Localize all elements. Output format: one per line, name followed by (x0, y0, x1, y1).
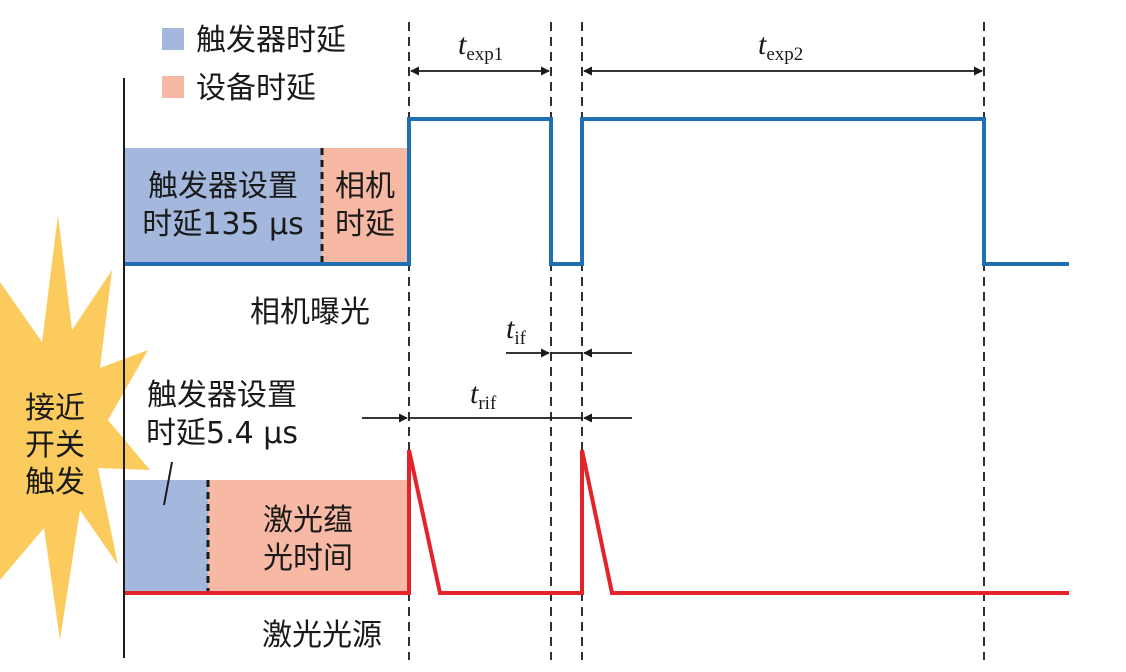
trigger-burst-shape (0, 215, 150, 640)
burst-label-line2: 开关 (25, 428, 85, 463)
camera-signal-label: 相机曝光 (250, 295, 370, 330)
laser-signal-label: 激光光源 (262, 618, 382, 653)
camera-exposure-signal (125, 117, 1069, 266)
laser-trigger-note-pointer (163, 461, 173, 506)
laser-fluorescence-text-line2: 光时间 (263, 541, 353, 576)
legend-label-trigger-delay: 触发器时延 (196, 23, 346, 58)
laser-fluorescence-box (208, 480, 409, 593)
camera-trigger-delay-box (125, 148, 322, 264)
texp1-label: texp1 (458, 28, 503, 65)
camera-device-delay-text-line1: 相机 (335, 169, 395, 204)
camera-device-delay-box (322, 148, 409, 264)
camera-trigger-delay-text-line1: 触发器设置 (148, 169, 298, 204)
laser-trigger-note-line2: 时延5.4 μs (146, 416, 298, 451)
legend-swatch-trigger-delay (162, 28, 184, 50)
tif-label: tif (506, 312, 527, 349)
laser-source-signal (125, 449, 1069, 595)
camera-device-delay-text-line2: 时延 (335, 207, 395, 242)
legend-label-device-delay: 设备时延 (196, 71, 316, 106)
legend-swatch-device-delay (162, 76, 184, 98)
texp2-label: texp2 (758, 28, 803, 65)
laser-trigger-delay-box (125, 480, 208, 593)
burst-label-line3: 触发 (25, 465, 85, 500)
laser-fluorescence-text-line1: 激光蕴 (263, 503, 353, 538)
camera-trigger-delay-text-line2: 时延135 μs (142, 207, 304, 242)
burst-label-line1: 接近 (25, 391, 85, 426)
laser-trigger-note-line1: 触发器设置 (147, 378, 297, 413)
trif-label: trif (470, 377, 497, 414)
